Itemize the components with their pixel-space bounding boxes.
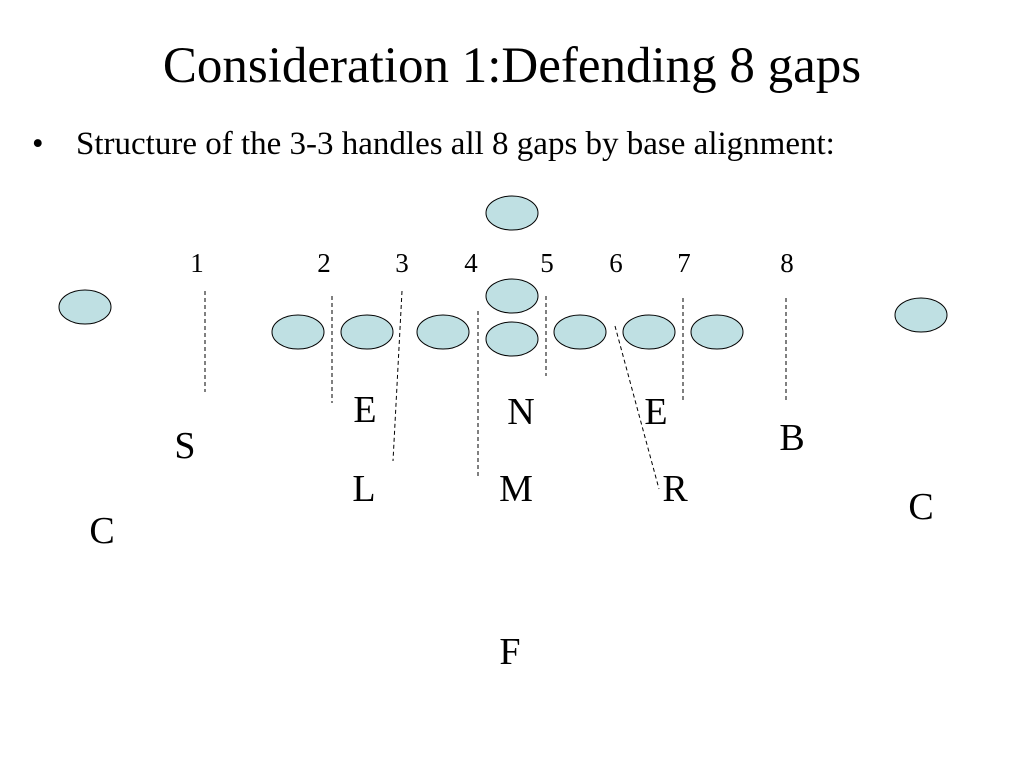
gap-number-2: 2 <box>317 248 331 278</box>
defender-right-corner: C <box>908 486 933 528</box>
gap-line-3 <box>392 290 403 462</box>
player-center <box>416 314 470 350</box>
bullet-text: Structure of the 3-3 handles all 8 gaps … <box>76 126 835 162</box>
defender-strong-safety: S <box>174 425 195 467</box>
bullet-glyph: • <box>32 126 44 162</box>
defender-left-end: E <box>353 389 376 431</box>
player-tailback <box>485 195 539 231</box>
gap-number-4: 4 <box>464 248 478 278</box>
gap-line-6 <box>614 325 660 490</box>
gap-numbers: 1 2 3 4 5 6 7 8 <box>190 248 794 278</box>
gap-number-8: 8 <box>780 248 794 278</box>
player-left-tackle <box>271 314 325 350</box>
gap-number-5: 5 <box>540 248 554 278</box>
offense-players <box>58 195 948 357</box>
defender-labels: E N E S B L M R C C F <box>89 389 933 673</box>
player-right-guard <box>553 314 607 350</box>
player-right-tackle <box>622 314 676 350</box>
player-fullback <box>485 278 539 314</box>
defender-right-end: E <box>644 391 667 433</box>
gap-number-1: 1 <box>190 248 204 278</box>
gap-number-6: 6 <box>609 248 623 278</box>
player-receiver-left <box>58 289 112 325</box>
player-receiver-right <box>894 297 948 333</box>
player-quarterback <box>485 321 539 357</box>
player-tight-end <box>690 314 744 350</box>
gap-lines <box>204 290 787 490</box>
player-left-guard <box>340 314 394 350</box>
gap-number-7: 7 <box>677 248 691 278</box>
defender-bandit: B <box>779 417 804 459</box>
defender-right-linebacker: R <box>662 468 688 510</box>
defender-left-corner: C <box>89 510 114 552</box>
slide-title: Consideration 1:Defending 8 gaps <box>162 38 862 94</box>
bullet-item: • Structure of the 3-3 handles all 8 gaps… <box>32 124 835 164</box>
gap-number-3: 3 <box>395 248 409 278</box>
defender-nose: N <box>507 391 534 433</box>
defender-mike-linebacker: M <box>499 468 533 510</box>
defender-left-linebacker: L <box>352 468 375 510</box>
defender-free-safety: F <box>499 631 520 673</box>
